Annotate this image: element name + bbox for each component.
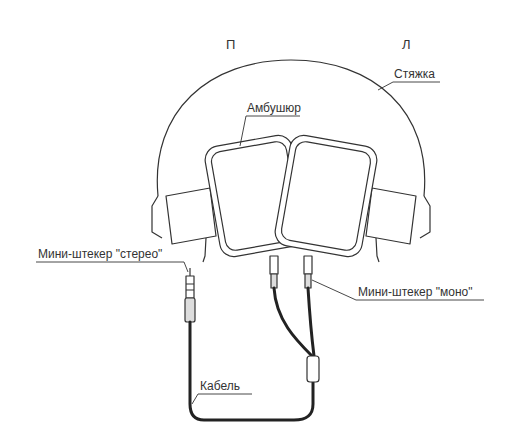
part-name: Мини-штекер "моно" xyxy=(358,285,473,299)
part-name: Стяжка xyxy=(394,67,435,81)
side-mark: Л xyxy=(402,38,411,52)
cable xyxy=(274,288,312,356)
splitter xyxy=(307,356,319,382)
mono-plug xyxy=(304,256,312,274)
ear-cup-inner xyxy=(280,140,372,252)
headband-end xyxy=(420,196,430,238)
housing-right xyxy=(166,188,216,244)
housing-left xyxy=(366,188,416,244)
headband-end xyxy=(152,196,162,238)
stereo-plug-body xyxy=(185,298,195,322)
wire xyxy=(376,238,379,262)
stereo-plug-tip xyxy=(189,268,190,276)
cable xyxy=(308,288,314,356)
side-mark: П xyxy=(226,38,235,52)
mono-plug-body xyxy=(271,274,277,288)
leader-line xyxy=(36,262,188,272)
mono-plug-body xyxy=(305,274,311,288)
leader-line xyxy=(378,82,440,90)
wire xyxy=(203,238,206,262)
part-name: Амбушюр xyxy=(247,101,301,115)
leader-line xyxy=(240,116,300,146)
part-name: Кабель xyxy=(200,379,240,393)
part-name: Мини-штекер "стерео" xyxy=(38,247,162,261)
leader-line xyxy=(312,280,484,300)
cable xyxy=(190,322,313,420)
mono-plug xyxy=(270,256,278,274)
ear-cup-left xyxy=(273,133,379,259)
stereo-plug xyxy=(186,276,194,298)
leader-line xyxy=(192,394,252,404)
stereo-plug-rings xyxy=(186,284,194,290)
